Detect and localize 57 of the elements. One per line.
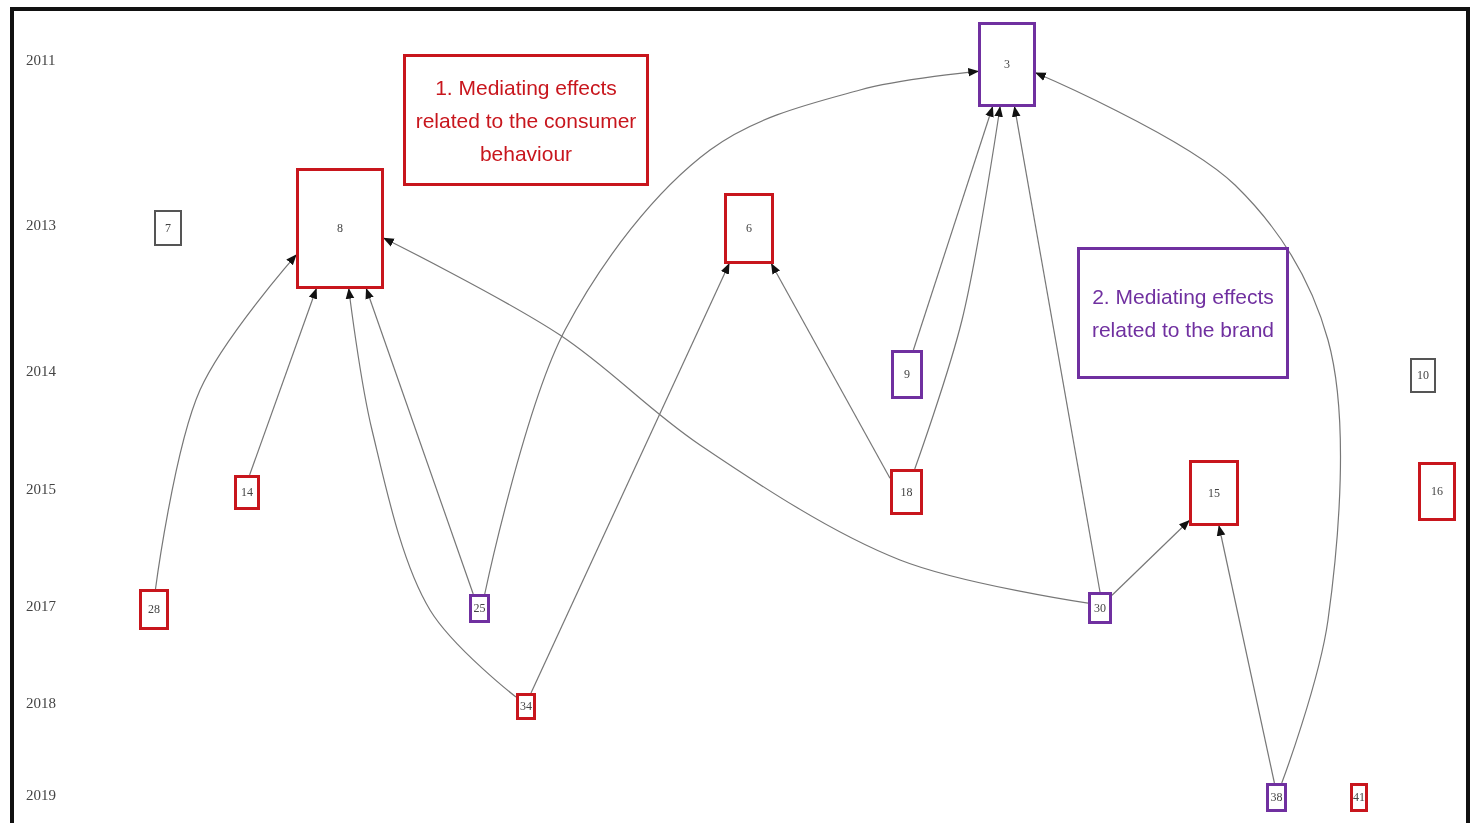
category-box: [1077, 247, 1289, 379]
arrow: [484, 67, 980, 595]
year-label: 2014: [26, 363, 56, 380]
node-box: [154, 210, 182, 246]
arrow: [154, 254, 297, 590]
arrow: [530, 263, 730, 694]
node-number: 28: [148, 602, 160, 617]
arrow: [914, 105, 1003, 470]
node-number: 10: [1417, 368, 1429, 383]
year-label: 2011: [26, 52, 56, 69]
node-number: 8: [337, 221, 343, 236]
node-number: 18: [900, 484, 913, 500]
category-title: 2. Mediating effects related to the brand: [1090, 284, 1276, 343]
arrow: [1011, 105, 1101, 593]
arrow: [912, 105, 994, 351]
node-box: [890, 469, 923, 515]
node-box: [891, 350, 923, 399]
year-label: 2019: [26, 787, 56, 804]
node-number: 9: [904, 367, 910, 382]
node-number: 16: [1431, 484, 1443, 499]
node-number: 34: [520, 699, 532, 714]
category-title: 1. Mediating effects related to the consumer behaviour: [414, 74, 638, 167]
node-box: [296, 168, 384, 289]
node-box: [1189, 460, 1239, 526]
node-number: 38: [1270, 790, 1283, 805]
node-number: 6: [746, 221, 752, 236]
node-number: 7: [165, 220, 171, 236]
node-box: [234, 475, 260, 510]
node-number: 41: [1353, 790, 1365, 805]
arrow: [1216, 524, 1275, 784]
arrow: [1035, 72, 1342, 784]
year-label: 2017: [26, 598, 56, 615]
arrow: [365, 288, 474, 595]
node-box: [1266, 783, 1287, 812]
node-number: 14: [241, 485, 253, 500]
node-number: 15: [1208, 485, 1220, 501]
year-label: 2013: [26, 217, 56, 234]
node-box: [1410, 358, 1436, 393]
arrow: [345, 287, 517, 698]
arrow: [1111, 519, 1190, 596]
year-label: 2015: [26, 481, 56, 498]
arrow: [770, 263, 891, 479]
node-box: [516, 693, 536, 720]
node-number: 25: [473, 601, 486, 616]
arrow: [383, 237, 1089, 604]
node-box: [978, 22, 1036, 107]
node-number: 30: [1094, 600, 1106, 616]
node-box: [1350, 783, 1368, 812]
year-label: 2018: [26, 695, 56, 712]
node-box: [469, 594, 490, 623]
node-box: [1418, 462, 1456, 521]
arrow: [249, 288, 318, 476]
node-box: [139, 589, 169, 630]
node-number: 3: [1004, 57, 1010, 72]
node-box: [1088, 592, 1112, 624]
category-box: [403, 54, 649, 186]
node-box: [724, 193, 774, 264]
